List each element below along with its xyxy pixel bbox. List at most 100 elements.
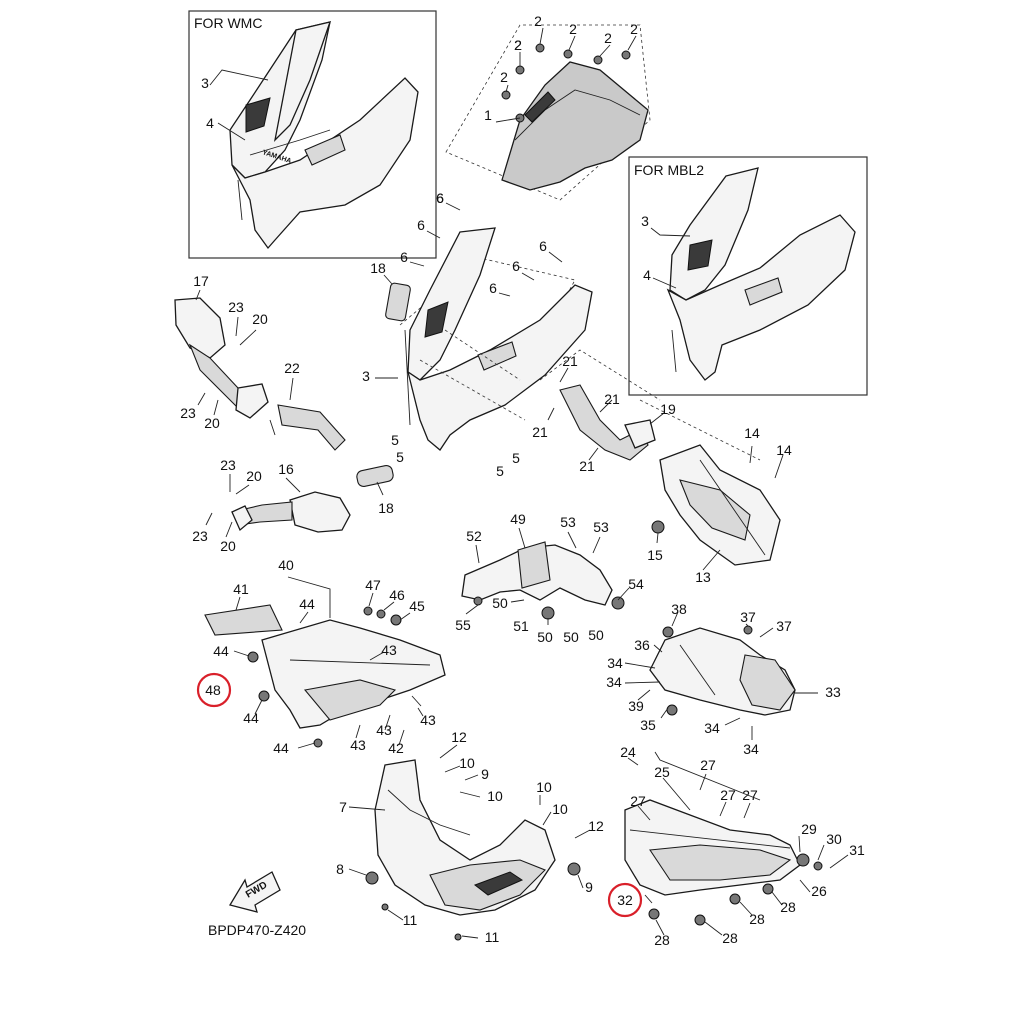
callout-label: 6 <box>436 190 444 206</box>
stay-bracket-19 <box>539 349 661 461</box>
callout-label: 47 <box>365 577 381 593</box>
callout-label: 3 <box>362 368 370 384</box>
callout-label: 35 <box>640 717 656 733</box>
callout-label: 42 <box>388 740 404 756</box>
callout-label: 4 <box>643 267 651 283</box>
callout-label: 6 <box>417 217 425 233</box>
callout-label: 44 <box>273 740 289 756</box>
lower-cowling-left <box>365 759 581 941</box>
callout-label: 21 <box>604 391 620 407</box>
callout-label: 20 <box>204 415 220 431</box>
mirror-stay-22 <box>269 404 346 451</box>
callout-label: 14 <box>776 442 792 458</box>
callout-label: 3 <box>201 75 209 91</box>
callout-label: 50 <box>492 595 508 611</box>
callout-label: 12 <box>451 729 467 745</box>
highlight-circle-48 <box>196 672 232 708</box>
callout-label: 11 <box>485 929 500 945</box>
callout-label: 6 <box>489 280 497 296</box>
callout-label: 21 <box>532 424 548 440</box>
callout-label: 5 <box>496 463 504 479</box>
callout-label: 3 <box>641 213 649 229</box>
callout-label: 52 <box>466 528 482 544</box>
callout-label: 2 <box>630 21 638 37</box>
callout-label: 23 <box>192 528 208 544</box>
callout-label: 17 <box>193 273 209 289</box>
callout-label: 19 <box>660 401 676 417</box>
grommet-18b <box>356 464 394 488</box>
inset-title-wmc: FOR WMC <box>194 15 262 31</box>
callout-label: 29 <box>801 821 817 837</box>
bracket-33 <box>649 625 796 716</box>
callout-label: 27 <box>700 757 716 773</box>
callout-label: 27 <box>742 787 758 803</box>
callout-label: 45 <box>409 598 425 614</box>
mirror-left <box>174 297 269 419</box>
callout-label: 2 <box>604 30 612 46</box>
callout-label: 22 <box>284 360 300 376</box>
callout-label: 16 <box>278 461 294 477</box>
callout-label: 27 <box>720 787 736 803</box>
callout-label: 44 <box>213 643 229 659</box>
callout-label: 1 <box>484 107 492 123</box>
callout-label: 43 <box>376 722 392 738</box>
callout-label: 48 <box>205 682 221 698</box>
callout-label: 50 <box>537 629 553 645</box>
callout-label: 15 <box>647 547 663 563</box>
callout-label: 30 <box>826 831 842 847</box>
callout-label: 23 <box>180 405 196 421</box>
callout-label: 2 <box>514 37 522 53</box>
cowling-variant-wmc: YAMAHA <box>229 21 419 250</box>
callout-label: 33 <box>825 684 841 700</box>
callout-label: 40 <box>278 557 294 573</box>
inset-title-mbl2: FOR MBL2 <box>634 162 704 178</box>
front-stay-13 <box>639 399 781 566</box>
callout-label: 39 <box>628 698 644 714</box>
callout-label: 28 <box>722 930 738 946</box>
callout-label: 20 <box>220 538 236 554</box>
callout-label: 36 <box>634 637 650 653</box>
callout-label: 31 <box>849 842 865 858</box>
drawing-code: BPDP470-Z420 <box>208 922 306 938</box>
callout-label: 2 <box>500 69 508 85</box>
callout-label: 24 <box>620 744 636 760</box>
callout-label: 2 <box>569 21 577 37</box>
callout-label: 9 <box>585 879 593 895</box>
cowling-variant-mbl2 <box>666 167 856 381</box>
callout-label: 28 <box>780 899 796 915</box>
callout-label: 55 <box>455 617 471 633</box>
inner-panel-40 <box>204 604 446 748</box>
callout-label: 10 <box>459 755 475 771</box>
callout-label: 37 <box>776 618 792 634</box>
callout-label: 44 <box>299 596 315 612</box>
callout-label: 5 <box>391 432 399 448</box>
callout-label: 50 <box>563 629 579 645</box>
callout-label: 10 <box>536 779 552 795</box>
lower-cowling-right <box>624 751 823 926</box>
callout-label: 53 <box>560 514 576 530</box>
leader-lines <box>195 27 849 939</box>
inset-box-wmc: FOR WMC YAMAHA <box>188 10 437 259</box>
callout-label: 38 <box>671 601 687 617</box>
inset-box-mbl2: FOR MBL2 <box>628 156 868 396</box>
callout-label: 9 <box>481 766 489 782</box>
callout-label: 7 <box>339 799 347 815</box>
callout-label: 43 <box>420 712 436 728</box>
callout-label: 2 <box>514 37 522 53</box>
callout-label: 34 <box>607 655 623 671</box>
callout-label: 37 <box>740 609 756 625</box>
callout-label: 21 <box>579 458 595 474</box>
highlight-circles <box>196 672 643 918</box>
callout-label: 4 <box>206 115 214 131</box>
callout-label: 32 <box>617 892 633 908</box>
callout-label: 43 <box>350 737 366 753</box>
upper-cowling <box>385 227 593 451</box>
callout-label: 53 <box>593 519 609 535</box>
callout-label: 34 <box>606 674 622 690</box>
callout-label: 28 <box>749 911 765 927</box>
callout-label: 18 <box>370 260 386 276</box>
callout-label: 26 <box>811 883 827 899</box>
callout-label: 43 <box>381 642 397 658</box>
